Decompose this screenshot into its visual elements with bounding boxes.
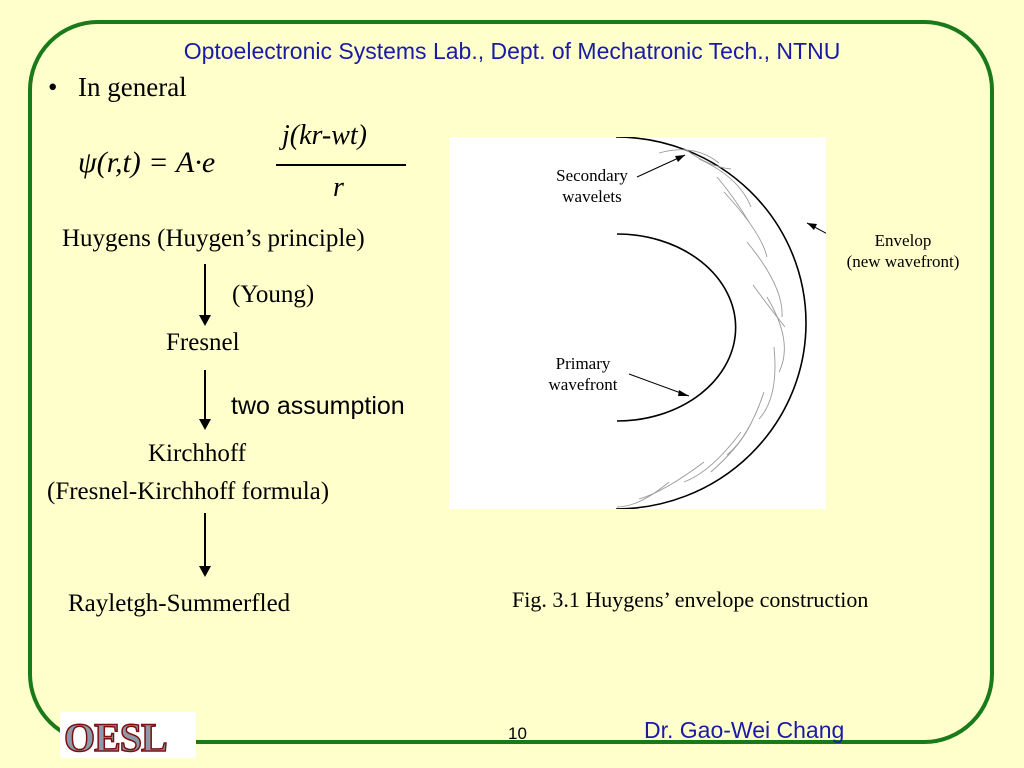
secondary-arrowhead: [675, 155, 685, 162]
figure-caption: Fig. 3.1 Huygens’ envelope construction: [512, 587, 869, 612]
formula-exponent: j(kr-wt): [282, 120, 367, 151]
secondary-wavelets-label: Secondary wavelets: [540, 165, 644, 207]
bullet-symbol: •: [48, 72, 58, 102]
formula-denominator: r: [333, 172, 344, 203]
secondary-line1: Secondary: [556, 166, 628, 185]
rayleigh-label: Rayletgh-Summerfled: [68, 590, 291, 617]
bullet-text: In general: [78, 72, 187, 102]
fraction-bar: [276, 164, 406, 166]
primary-line1: Primary: [555, 354, 611, 373]
envelop-line2: (new wavefront): [846, 252, 960, 271]
huygens-envelope-diagram: [615, 137, 826, 509]
figure-panel: [449, 137, 826, 509]
bullet-item: • In general: [48, 72, 187, 103]
primary-arrowhead: [678, 390, 689, 396]
envelop-arrowhead: [807, 223, 817, 230]
envelop-line1: Envelop: [874, 231, 932, 250]
assumption-label: two assumption: [231, 392, 405, 420]
formula-lhs: ψ(r,t) = A·e: [78, 146, 216, 179]
envelop-label: Envelop (new wavefront): [830, 230, 976, 272]
oesl-logo: OESL: [60, 712, 196, 761]
secondary-line2: wavelets: [562, 187, 622, 206]
young-label: (Young): [232, 281, 315, 308]
arrow-fresnel-kirchhoff: [199, 370, 211, 430]
primary-line2: wavefront: [548, 375, 618, 394]
arrow-huygens-fresnel: [199, 264, 211, 326]
fresnel-label: Fresnel: [166, 329, 240, 356]
page-number: 10: [508, 724, 527, 743]
envelop-pointer: [806, 222, 826, 234]
arrow-kirchhoff-rayleigh: [199, 513, 211, 577]
primary-wavefront-arc: [616, 233, 737, 422]
primary-wavefront-label: Primary wavefront: [528, 353, 638, 395]
secondary-wavelets: [616, 148, 786, 508]
envelope-arc: [615, 137, 807, 509]
kirchhoff-label: Kirchhoff: [148, 440, 247, 467]
logo-text: OESL: [63, 714, 168, 761]
slide-header: Optoelectronic Systems Lab., Dept. of Me…: [183, 38, 841, 64]
huygens-label: Huygens (Huygen’s principle): [62, 225, 365, 252]
fresnel-kirchhoff-label: (Fresnel-Kirchhoff formula): [47, 478, 330, 505]
slide-frame: [28, 20, 994, 744]
author-name: Dr. Gao-Wei Chang: [644, 717, 845, 743]
